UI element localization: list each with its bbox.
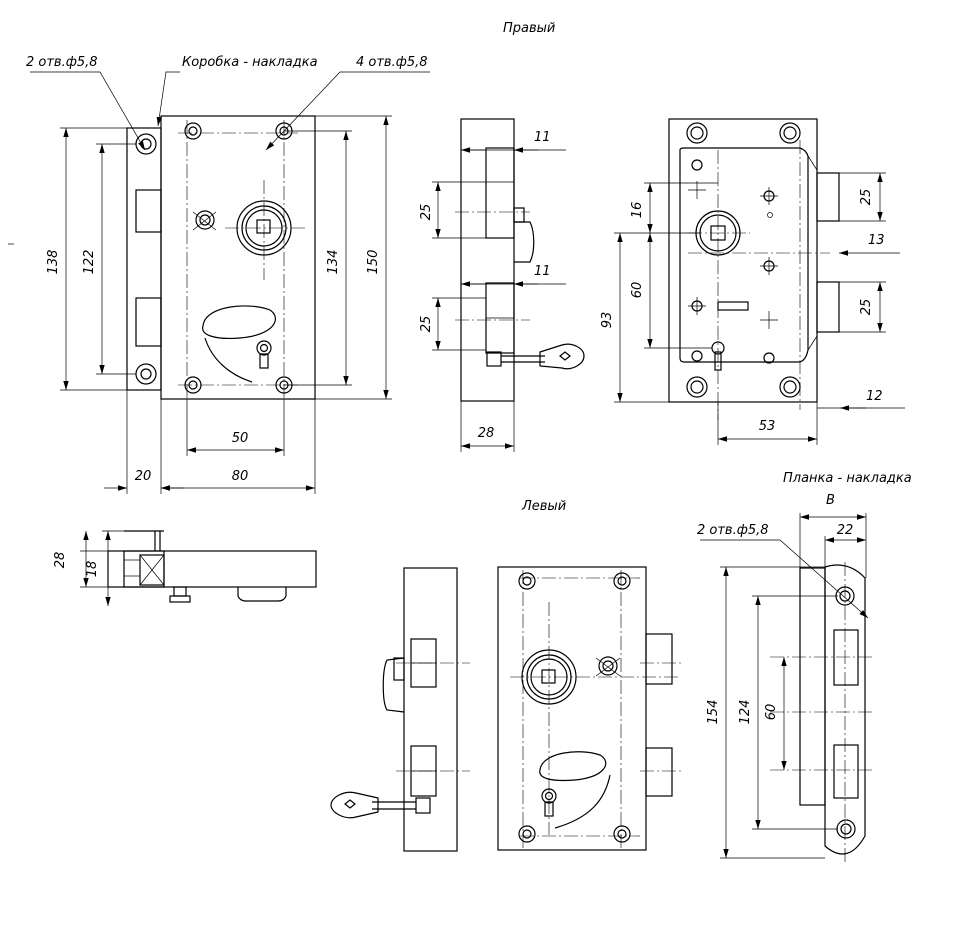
- dim-80: 80: [232, 469, 249, 484]
- label-box-overlay: Коробка - накладка: [182, 55, 318, 70]
- title-left: Левый: [521, 499, 566, 514]
- dim-22: 22: [837, 523, 854, 538]
- lock-body-outline: [160, 115, 316, 400]
- dim-25-side-b: 25: [419, 316, 434, 333]
- top-body-outline: [107, 550, 317, 588]
- left-mount-hole: [613, 572, 631, 590]
- back-hole: [779, 376, 801, 398]
- dim-150: 150: [366, 250, 381, 275]
- left-side-outline: [403, 567, 458, 852]
- box-hole-bottom: [135, 363, 157, 385]
- front-view: 138 122 134 150 50 80 20: [30, 71, 430, 494]
- side-body-outline: [460, 118, 515, 402]
- left-escutcheon-cover: [539, 751, 607, 782]
- box-overlay-outline: [126, 127, 162, 391]
- keyhole: [256, 340, 272, 356]
- back-hole: [779, 122, 801, 144]
- back-inner-plate: [679, 147, 809, 363]
- dim-134: 134: [326, 250, 341, 275]
- left-mount-hole: [518, 572, 536, 590]
- dim-124: 124: [738, 700, 753, 725]
- left-body-outline: [497, 566, 647, 851]
- dim-60-back: 60: [630, 282, 645, 299]
- left-mount-hole: [518, 825, 536, 843]
- dim-28-side: 28: [478, 426, 495, 441]
- back-view: 16 60 93 25 13 25 12 53: [600, 118, 905, 445]
- left-keyhole: [541, 788, 557, 804]
- box-hole-top: [135, 133, 157, 155]
- swing-arc: [204, 337, 253, 383]
- dim-16: 16: [630, 202, 645, 219]
- dim-93: 93: [600, 312, 615, 329]
- strike-plate-outline: [824, 564, 866, 855]
- dim-12: 12: [866, 389, 883, 404]
- back-body-outline: [668, 118, 818, 403]
- dim-18: 18: [85, 561, 100, 578]
- callout-holes-4: 4 отв.ф5,8: [356, 55, 428, 70]
- strike-hole-bottom: [836, 819, 856, 839]
- dim-25-back-a: 25: [859, 189, 874, 206]
- dim-53: 53: [759, 419, 776, 434]
- mount-hole: [184, 376, 202, 394]
- dim-25-side-a: 25: [419, 204, 434, 221]
- dim-11-a: 11: [534, 130, 551, 145]
- dim-60-strike: 60: [764, 704, 779, 721]
- escutcheon-cover: [202, 305, 276, 340]
- left-knob-screw: [598, 656, 618, 676]
- dim-20: 20: [135, 469, 152, 484]
- knob-screw: [195, 210, 215, 230]
- box-latch-slot: [135, 189, 162, 233]
- dim-154: 154: [706, 700, 721, 725]
- left-side-view: [330, 567, 470, 852]
- dim-122: 122: [82, 250, 97, 275]
- back-hole: [686, 122, 708, 144]
- back-hole: [686, 376, 708, 398]
- left-swing-arc: [554, 774, 611, 829]
- dim-138: 138: [46, 250, 61, 275]
- title-right: Правый: [503, 21, 555, 36]
- top-view: 28 18: [53, 530, 317, 606]
- mount-hole: [184, 122, 202, 140]
- callout-holes-2-strike: 2 отв.ф5,8: [697, 523, 769, 538]
- label-strike-view: В: [826, 493, 835, 508]
- callout-holes-2-front: 2 отв.ф5,8: [26, 55, 98, 70]
- side-view: 11 25 11 25 28: [419, 118, 585, 452]
- left-key-bow: [330, 791, 379, 819]
- key-bow: [539, 343, 585, 370]
- dim-11-b: 11: [534, 264, 551, 279]
- strike-plate-view: 22 154 124 60: [700, 513, 872, 862]
- box-bolt-slot: [135, 297, 162, 347]
- dim-50: 50: [232, 431, 249, 446]
- left-mount-hole: [613, 825, 631, 843]
- dim-25-back-b: 25: [859, 299, 874, 316]
- side-key-head: [486, 351, 502, 367]
- left-front-view: [497, 566, 684, 851]
- label-strike-plate: Планка - накладка: [783, 471, 912, 486]
- dim-28-top: 28: [53, 552, 68, 569]
- dim-13: 13: [868, 233, 885, 248]
